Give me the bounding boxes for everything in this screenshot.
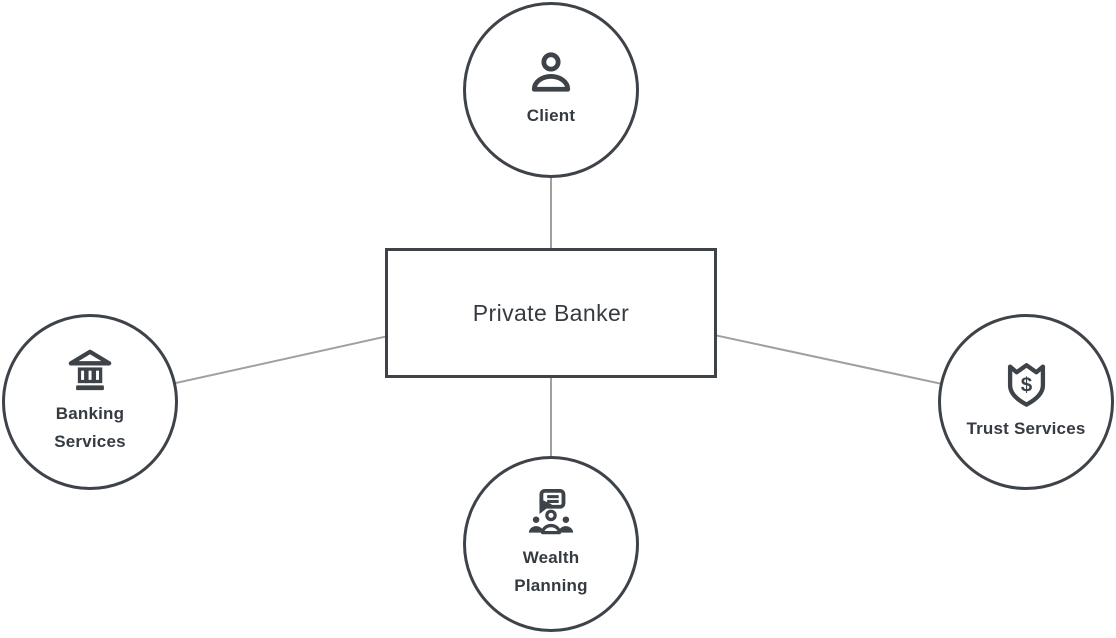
node-client-label: Client — [526, 105, 576, 125]
node-trust-services-label: Trust Services — [966, 419, 1086, 439]
node-client: Client — [463, 2, 639, 178]
hub-private-banker: Private Banker — [385, 248, 717, 378]
node-wealth-planning: Wealth Planning — [463, 456, 639, 632]
presentation-people-icon — [528, 488, 574, 535]
bank-icon — [68, 349, 112, 391]
person-icon — [531, 52, 571, 92]
node-banking-services: Banking Services — [2, 314, 178, 490]
node-wealth-planning-label: Wealth Planning — [514, 547, 588, 595]
hub-label: Private Banker — [472, 299, 630, 326]
shield-dollar-icon: $ — [1007, 363, 1045, 408]
node-trust-services: $ Trust Services — [938, 314, 1114, 490]
dollar-glyph: $ — [1020, 374, 1032, 397]
node-banking-services-label: Banking Services — [54, 403, 126, 451]
